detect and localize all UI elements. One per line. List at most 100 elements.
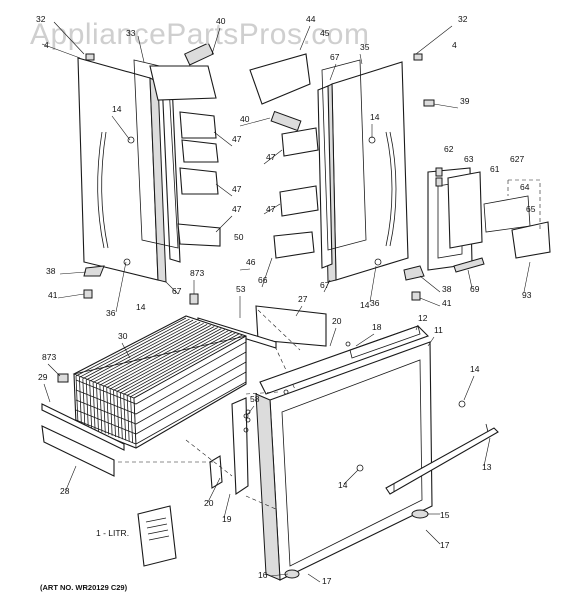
callout-number: 36 <box>370 298 380 308</box>
left-door-gasket <box>133 59 179 249</box>
leader-line <box>59 271 87 275</box>
leader-line <box>425 529 441 545</box>
callout-number: 32 <box>458 14 468 24</box>
leader-line <box>115 261 127 313</box>
callout-number: 61 <box>490 164 500 174</box>
callout-number: 63 <box>464 154 474 164</box>
freezer-basket-30 <box>72 315 247 449</box>
leader-line <box>329 327 337 347</box>
watermark: AppliancePartsPros.com <box>30 18 369 51</box>
leader-line <box>53 21 85 55</box>
callout-number: 627 <box>510 154 524 164</box>
leader-line <box>137 35 145 63</box>
callout-number: 19 <box>222 514 232 524</box>
callout-number: 39 <box>460 96 470 106</box>
callout-number: 44 <box>306 14 316 24</box>
callout-number: 47 <box>232 134 242 144</box>
callout-number: 67 <box>330 52 340 62</box>
leader-line <box>43 383 51 403</box>
bracket-assembly <box>209 397 249 495</box>
leader-line <box>523 261 531 293</box>
part-873-lower <box>57 373 69 383</box>
leader-line <box>355 333 375 347</box>
leader-line <box>207 477 221 503</box>
leader-line <box>215 183 233 197</box>
callout-number: 41 <box>442 298 452 308</box>
owner-manual <box>137 505 177 567</box>
leader-line <box>433 103 459 109</box>
manual-label: 1 - LITR. <box>96 528 129 538</box>
leader-line <box>239 117 271 127</box>
callout-number: 35 <box>360 42 370 52</box>
callout-number: 40 <box>216 16 226 26</box>
leader-line <box>239 268 251 271</box>
callout-number: 28 <box>60 486 70 496</box>
callout-number: 4 <box>44 40 49 50</box>
callout-number: 93 <box>522 290 532 300</box>
top-cap-left <box>85 53 95 61</box>
right-part-39 <box>423 99 435 107</box>
leader-line <box>165 281 179 295</box>
callout-number: 38 <box>442 284 452 294</box>
callout-number: 873 <box>42 352 56 362</box>
leader-line <box>215 215 233 233</box>
callout-number: 4 <box>452 40 457 50</box>
left-door-bins <box>149 42 221 247</box>
leader-line <box>323 279 331 293</box>
callout-number: 41 <box>48 290 58 300</box>
callout-number: 18 <box>372 322 382 332</box>
callout-number: 53 <box>236 284 246 294</box>
dispenser-assembly <box>427 167 551 273</box>
part-873-upper <box>189 293 199 305</box>
top-cap-right <box>413 53 423 61</box>
freezer-door <box>255 325 499 581</box>
leader-line <box>213 131 233 147</box>
control-panel-27 <box>255 305 327 347</box>
leader-line <box>57 293 85 299</box>
leader-line <box>111 115 131 141</box>
foot-16 <box>284 569 300 579</box>
leader-line <box>329 63 337 81</box>
leader-line <box>269 573 289 577</box>
callout-number: 38 <box>46 266 56 276</box>
callout-number: 30 <box>118 331 128 341</box>
drawer-front-28 <box>41 425 115 477</box>
callout-number: 12 <box>418 313 428 323</box>
right-door <box>317 61 409 283</box>
leader-line <box>427 336 435 347</box>
callout-number: 14 <box>112 104 122 114</box>
callout-number: 62 <box>444 144 454 154</box>
leader-line <box>247 405 255 415</box>
leader-line <box>467 269 473 289</box>
leader-line <box>211 27 221 55</box>
callout-number: 20 <box>204 498 214 508</box>
callout-number: 17 <box>322 576 332 586</box>
leader-line <box>65 465 77 491</box>
right-hinge-38 <box>403 265 425 281</box>
right-door-gasket <box>321 59 367 251</box>
leader-line <box>415 324 419 331</box>
leader-line <box>419 297 441 307</box>
leader-line <box>299 25 311 51</box>
callout-number: 67 <box>320 280 330 290</box>
callout-number: 47 <box>232 184 242 194</box>
callout-number: 873 <box>190 268 204 278</box>
callout-number: 36 <box>106 308 116 318</box>
leader-line <box>369 265 377 303</box>
callout-number: 14 <box>360 300 370 310</box>
callout-number: 33 <box>126 28 136 38</box>
leader-line <box>121 342 131 359</box>
leader-line <box>263 203 281 215</box>
rail-29 <box>41 403 125 451</box>
callout-number: 69 <box>470 284 480 294</box>
left-hinge-38 <box>83 265 105 277</box>
callout-number: 20 <box>332 316 342 326</box>
left-door <box>77 57 181 283</box>
callout-number: 65 <box>526 204 536 214</box>
leader-line <box>41 43 81 59</box>
callout-number: 47 <box>232 204 242 214</box>
leader-line <box>343 469 359 485</box>
leader-line <box>261 257 273 288</box>
